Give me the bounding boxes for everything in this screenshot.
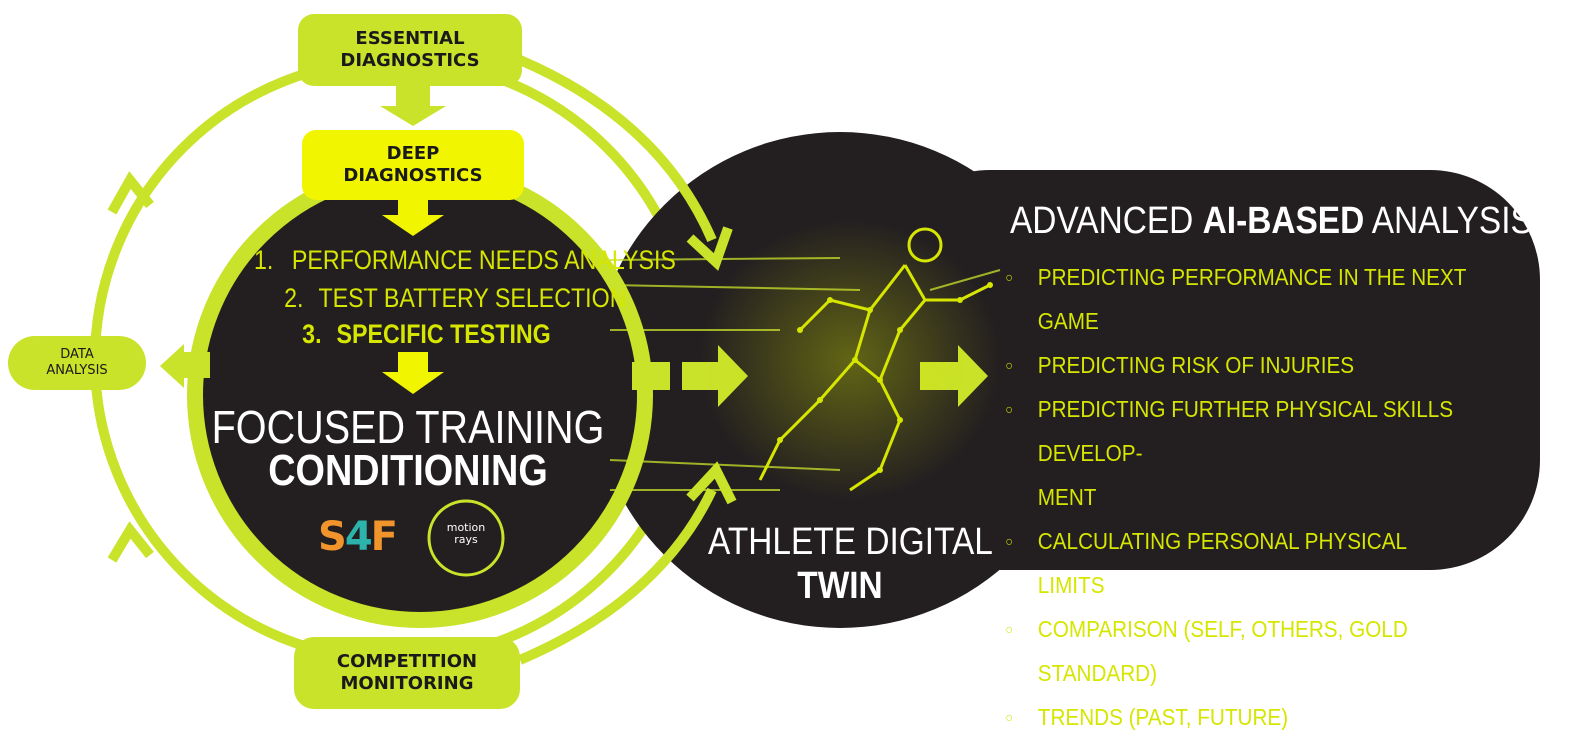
bullet-circle-icon: ○: [1005, 357, 1014, 373]
step-1: 1. PERFORMANCE NEEDS ANALYSIS: [254, 245, 676, 276]
ai-title-post: ANALYSIS: [1364, 200, 1533, 242]
athlete-digital-twin-label: ATHLETE DIGITAL TWIN: [708, 520, 993, 608]
ai-item-3: ○ PREDICTING FURTHER PHYSICAL SKILLS DEVE…: [1000, 387, 1477, 519]
rays-word: rays: [454, 533, 478, 546]
step-1-label: PERFORMANCE NEEDS ANALYSIS: [291, 245, 676, 275]
focused-training-text: FOCUSED TRAINING: [211, 401, 605, 453]
ai-item-4-text: CALCULATING PERSONAL PHYSICAL LIMITS: [1037, 528, 1407, 598]
competition-line-2: MONITORING: [340, 673, 474, 694]
ai-item-6: ○ TRENDS (PAST, FUTURE): [1000, 695, 1477, 735]
motion-word: motion: [446, 521, 486, 534]
bullet-circle-icon: ○: [1005, 401, 1014, 417]
essential-line-1: ESSENTIAL: [355, 28, 465, 50]
arrow-left-data-icon: [160, 344, 184, 388]
deep-line-2: DIAGNOSTICS: [343, 165, 483, 186]
bullet-circle-icon: ○: [1005, 269, 1014, 285]
ai-item-2-text: PREDICTING RISK OF INJURIES: [1037, 352, 1355, 378]
motion-rays-logo-ring: [427, 499, 505, 577]
essential-line-2: DIAGNOSTICS: [340, 50, 480, 71]
arrow-right-bar-1: [632, 362, 670, 390]
step-2: 2. TEST BATTERY SELECTION: [284, 283, 626, 314]
ai-title-bold: AI-BASED: [1202, 200, 1365, 242]
bullet-circle-icon: ○: [1005, 621, 1014, 637]
ai-item-5-text: COMPARISON (SELF, OTHERS, GOLD STANDARD): [1037, 616, 1408, 686]
ai-analysis-title: ADVANCED AI-BASED ANALYSIS: [1010, 200, 1533, 243]
curve-to-twin-arrowhead-icon: [686, 226, 733, 271]
twin-line-1: ATHLETE DIGITAL: [708, 521, 993, 563]
curve-from-competition-arrow: [518, 487, 717, 665]
conditioning-text: CONDITIONING: [268, 446, 548, 495]
arrow-down-essential-icon: [380, 82, 446, 126]
step-2-label: TEST BATTERY SELECTION: [318, 283, 627, 313]
bullet-circle-icon: ○: [1005, 709, 1014, 725]
step-3-label: SPECIFIC TESTING: [336, 319, 551, 349]
ring-arrow-up-lower-icon: [107, 521, 154, 563]
step-1-number: 1.: [254, 245, 274, 275]
ai-title-pre: ADVANCED: [1010, 200, 1203, 242]
ai-item-3-text: PREDICTING FURTHER PHYSICAL SKILLS DEVEL…: [1037, 396, 1454, 510]
ring-arrow-up-icon: [107, 171, 154, 215]
step-3-number: 3.: [302, 319, 322, 349]
inner-circle: [187, 162, 653, 628]
deep-line-1: DEEP: [386, 143, 440, 165]
twin-line-2: TWIN: [797, 565, 883, 607]
arrow-down-testing-icon: [382, 352, 444, 394]
s4f-letter-f: F: [370, 514, 398, 560]
ai-item-1-text: PREDICTING PERFORMANCE IN THE NEXT GAME: [1037, 264, 1467, 334]
arrow-down-deep-icon: [382, 196, 444, 236]
s4f-letter-4: 4: [344, 514, 373, 560]
data-line-2: ANALYSIS: [46, 363, 108, 378]
data-line-1: DATA: [60, 347, 94, 363]
runner-mesh-icon: [609, 220, 1001, 500]
s4f-letter-s: S: [318, 514, 347, 560]
ai-analysis-list: ○ PREDICTING PERFORMANCE IN THE NEXT GAME…: [1000, 255, 1530, 735]
curve-from-competition-arrowhead-icon: [686, 461, 737, 505]
bullet-circle-icon: ○: [1005, 533, 1014, 549]
curve-to-twin-arrow: [518, 55, 717, 242]
ai-item-6-text: TRENDS (PAST, FUTURE): [1037, 704, 1289, 730]
step-2-number: 2.: [284, 283, 304, 313]
ai-item-5: ○ COMPARISON (SELF, OTHERS, GOLD STANDARD…: [1000, 607, 1477, 695]
step-3: 3. SPECIFIC TESTING: [302, 319, 551, 350]
ai-analysis-box: [880, 170, 1540, 570]
ai-item-2: ○ PREDICTING RISK OF INJURIES: [1000, 343, 1477, 387]
competition-line-1: COMPETITION: [336, 651, 478, 673]
s4f-logo: S4F: [318, 514, 398, 560]
ai-item-1: ○ PREDICTING PERFORMANCE IN THE NEXT GAME: [1000, 255, 1477, 343]
ai-item-4: ○ CALCULATING PERSONAL PHYSICAL LIMITS: [1000, 519, 1477, 607]
arrow-left-bar: [180, 352, 210, 378]
